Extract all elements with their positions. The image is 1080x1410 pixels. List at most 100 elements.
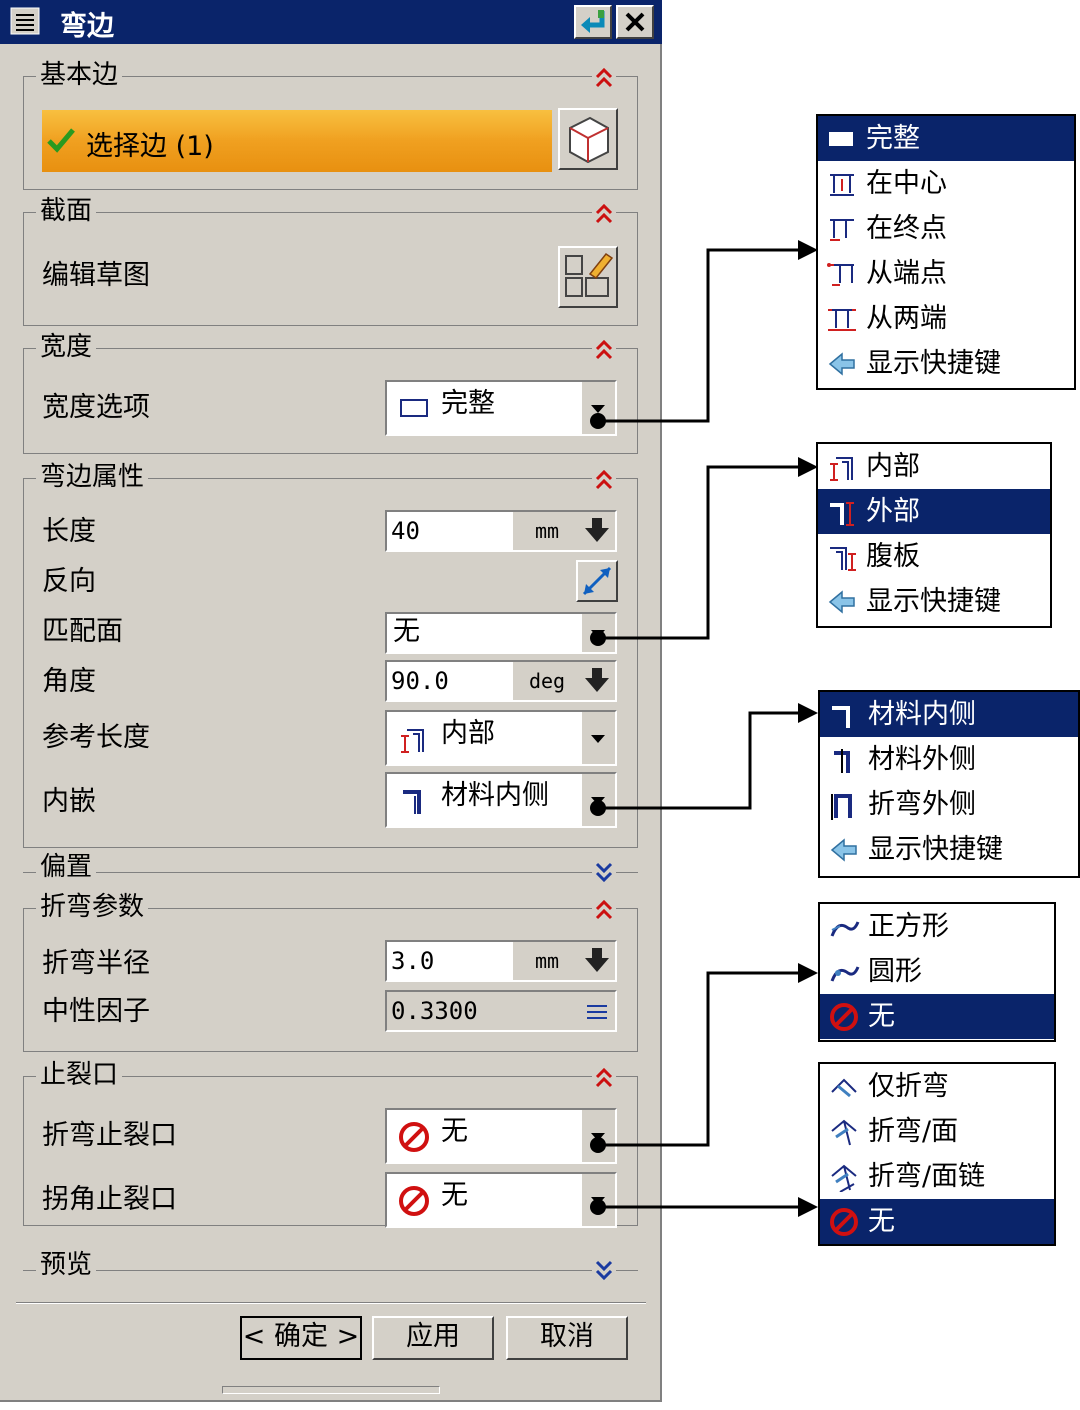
- inset-options-popup: 材料内侧 材料外侧 折弯外侧 显示快捷键: [818, 690, 1080, 878]
- match-face-value: 无: [393, 616, 420, 647]
- popup-item-show-shortcuts[interactable]: 显示快捷键: [818, 579, 1050, 624]
- left-arrow-icon: [828, 352, 855, 376]
- bend-radius-value: 3.0: [391, 947, 435, 975]
- match-face-dropdown[interactable]: 无: [385, 612, 617, 654]
- popup-item-bend-face-chain[interactable]: 折弯/面链: [820, 1154, 1054, 1199]
- popup-item-web[interactable]: 腹板: [818, 534, 1050, 579]
- popup-item-material-outside[interactable]: 材料外侧: [820, 737, 1078, 782]
- preview-group-line: [23, 1270, 638, 1271]
- popup-item-label: 外部: [866, 496, 920, 527]
- expand-down-icon[interactable]: [592, 1258, 616, 1282]
- bend-radius-unit: mm: [513, 942, 581, 980]
- cancel-button[interactable]: 取消: [506, 1316, 628, 1360]
- popup-item-label: 显示快捷键: [868, 834, 1003, 865]
- popup-item-label: 仅折弯: [868, 1071, 949, 1102]
- material-inside-icon: [403, 790, 421, 814]
- popup-item-label: 无: [868, 1001, 895, 1032]
- bend-only-icon: [831, 1078, 857, 1098]
- width-option-dropdown[interactable]: 完整: [385, 380, 617, 436]
- popup-item-full[interactable]: 完整: [818, 116, 1074, 161]
- edge-selector-button[interactable]: [558, 108, 618, 170]
- popup-item-inner[interactable]: 内部: [818, 444, 1050, 489]
- bend-face-icon: [831, 1119, 857, 1146]
- popup-item-show-shortcuts[interactable]: 显示快捷键: [820, 827, 1078, 872]
- neutral-factor-input[interactable]: 0.3300: [385, 990, 617, 1032]
- reference-length-dropdown[interactable]: 内部: [385, 710, 617, 766]
- value-menu-icon[interactable]: [579, 662, 615, 700]
- inset-dropdown[interactable]: 材料内侧: [385, 772, 617, 828]
- collapse-up-icon[interactable]: [592, 202, 616, 226]
- popup-item-bend-face[interactable]: 折弯/面: [820, 1109, 1054, 1154]
- popup-item-show-shortcuts[interactable]: 显示快捷键: [818, 341, 1074, 386]
- angle-value: 90.0: [391, 667, 449, 695]
- bend-relief-dropdown[interactable]: 无: [385, 1108, 617, 1164]
- length-unit: mm: [513, 512, 581, 550]
- collapse-up-icon[interactable]: [592, 468, 616, 492]
- popup-item-center[interactable]: 在中心: [818, 161, 1074, 206]
- popup-item-material-inside[interactable]: 材料内侧: [820, 692, 1078, 737]
- neutral-factor-label: 中性因子: [42, 996, 150, 1027]
- popup-item-square[interactable]: 正方形: [820, 904, 1054, 949]
- width-group: [23, 348, 638, 454]
- edit-sketch-label: 编辑草图: [42, 260, 150, 291]
- checkmark-icon: [47, 128, 75, 153]
- flange-properties-group: [23, 478, 638, 848]
- select-edge-field[interactable]: 选择边 (1): [42, 110, 552, 172]
- edit-sketch-button[interactable]: [558, 246, 618, 308]
- expand-down-icon[interactable]: [592, 860, 616, 884]
- dialog-menu-icon[interactable]: [10, 7, 40, 35]
- bend-relief-label: 折弯止裂口: [42, 1120, 177, 1151]
- cube-icon: [569, 116, 609, 164]
- return-arrow-icon: [581, 10, 605, 33]
- reset-button[interactable]: [574, 5, 612, 39]
- button-separator: [16, 1302, 646, 1304]
- bend-radius-input[interactable]: 3.0 mm: [385, 940, 617, 982]
- base-edge-label: 基本边: [36, 60, 123, 90]
- popup-item-none[interactable]: 无: [820, 1199, 1054, 1244]
- popup-item-label: 内部: [866, 451, 920, 482]
- dropdown-arrow-icon[interactable]: [581, 382, 615, 434]
- inner-reference-icon: [401, 729, 424, 753]
- reverse-direction-icon: [582, 566, 612, 596]
- collapse-up-icon[interactable]: [592, 898, 616, 922]
- resize-grip[interactable]: [222, 1386, 440, 1394]
- collapse-up-icon[interactable]: [592, 66, 616, 90]
- inner-reference-icon: [830, 457, 853, 481]
- dropdown-arrow-icon[interactable]: [581, 712, 615, 764]
- angle-input[interactable]: 90.0 deg: [385, 660, 617, 702]
- popup-item-none[interactable]: 无: [820, 994, 1054, 1039]
- width-label: 宽度: [36, 332, 97, 362]
- collapse-up-icon[interactable]: [592, 338, 616, 362]
- ok-button[interactable]: < 确定 >: [240, 1316, 362, 1360]
- material-inside-icon: [832, 706, 850, 728]
- popup-item-label: 材料外侧: [868, 744, 976, 775]
- length-input[interactable]: 40 mm: [385, 510, 617, 552]
- round-relief-icon: [830, 966, 860, 982]
- web-reference-icon: [830, 547, 856, 571]
- popup-item-at-end[interactable]: 在终点: [818, 206, 1074, 251]
- apply-button[interactable]: 应用: [372, 1316, 494, 1360]
- reverse-direction-button[interactable]: [576, 560, 618, 602]
- popup-item-from-end[interactable]: 从端点: [818, 251, 1074, 296]
- popup-item-round[interactable]: 圆形: [820, 949, 1054, 994]
- from-end-icon: [827, 263, 854, 286]
- bend-parameters-label: 折弯参数: [36, 892, 149, 922]
- popup-item-label: 折弯/面: [868, 1116, 959, 1147]
- popup-item-bend-outside[interactable]: 折弯外侧: [820, 782, 1078, 827]
- corner-relief-value: 无: [441, 1180, 468, 1211]
- width-options-popup: 完整 在中心 在终点 从端点 从两端 显示快捷键: [816, 114, 1076, 390]
- dropdown-arrow-icon[interactable]: [581, 1110, 615, 1162]
- popup-item-outer[interactable]: 外部: [818, 489, 1050, 534]
- collapse-up-icon[interactable]: [592, 1066, 616, 1090]
- popup-item-bend-only[interactable]: 仅折弯: [820, 1064, 1054, 1109]
- popup-item-from-both-ends[interactable]: 从两端: [818, 296, 1074, 341]
- value-menu-icon[interactable]: [579, 512, 615, 550]
- offset-group-line: [23, 872, 638, 873]
- relief-group: [23, 1076, 638, 1226]
- close-button[interactable]: [616, 5, 654, 39]
- value-menu-icon[interactable]: [579, 942, 615, 980]
- popup-item-label: 折弯/面链: [868, 1161, 986, 1192]
- no-symbol-icon: [830, 1003, 858, 1031]
- formula-icon[interactable]: [579, 992, 615, 1030]
